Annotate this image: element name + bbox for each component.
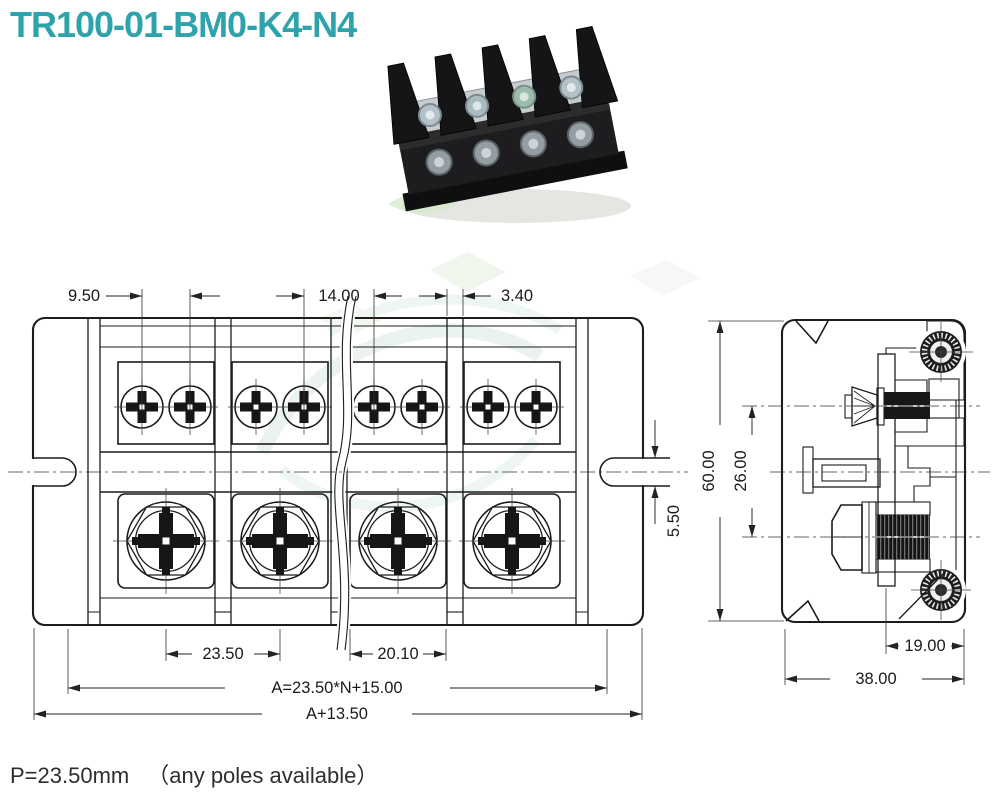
front-view (8, 294, 688, 651)
side-pocket (928, 378, 960, 419)
pole-3 (344, 361, 452, 595)
top-notch (795, 320, 829, 345)
front-dimensions: 9.50 14.00 3.40 5.50 23.50 20.10 (33, 287, 683, 723)
dim-label-screw-axes: 26.00 (732, 450, 750, 491)
product-photo (378, 23, 631, 223)
crosshatch-band (885, 417, 965, 447)
pitch-value: P=23.50mm (10, 763, 130, 788)
barrier-3 (446, 318, 464, 625)
dim-label-height: 60.00 (700, 450, 718, 491)
photo-terminal-block (378, 23, 628, 212)
dim-label-depth: 38.00 (855, 670, 896, 688)
dim-label-slot-height: 5.50 (665, 505, 683, 537)
dim-label-pitch: 23.50 (202, 645, 243, 663)
dim-label-formula: A=23.50*N+15.00 (271, 679, 402, 697)
barrier-1 (214, 318, 232, 625)
middle-bracket (802, 446, 881, 494)
side-body-outline (780, 318, 967, 624)
photo-body (397, 96, 619, 195)
dim-label-wall: 3.40 (501, 287, 533, 305)
photo-front-screws (425, 121, 594, 176)
end-walls (87, 319, 589, 624)
poles-note: （any poles available） (147, 763, 379, 788)
interlock-profile (907, 446, 931, 502)
pitch-note: P=23.50mm （any poles available） (10, 758, 378, 790)
mounting-slot-left (33, 457, 77, 487)
dim-label-plate-offset: 19.00 (904, 637, 945, 655)
pole-4 (458, 361, 566, 595)
corner-chamfer-line (898, 571, 946, 620)
pole-1 (112, 361, 220, 595)
photo-top-screws (417, 75, 584, 128)
bottom-notch (785, 599, 820, 622)
side-view (742, 318, 990, 654)
top-rim-lines (100, 325, 576, 348)
photo-base (402, 150, 628, 212)
dim-label-screw-pair: 9.50 (68, 287, 100, 305)
part-number-title: TR100-01-BM0-K4-N4 (10, 4, 357, 45)
dim-label-opening: 20.10 (377, 645, 418, 663)
dim-label-across-break: 14.00 (318, 287, 359, 305)
clamp-plate (877, 353, 896, 587)
pole-2 (226, 361, 334, 595)
side-dimensions: 60.00 26.00 19.00 38.00 (700, 320, 965, 688)
dim-label-overall: A+13.50 (306, 705, 368, 723)
break-line (332, 294, 359, 651)
